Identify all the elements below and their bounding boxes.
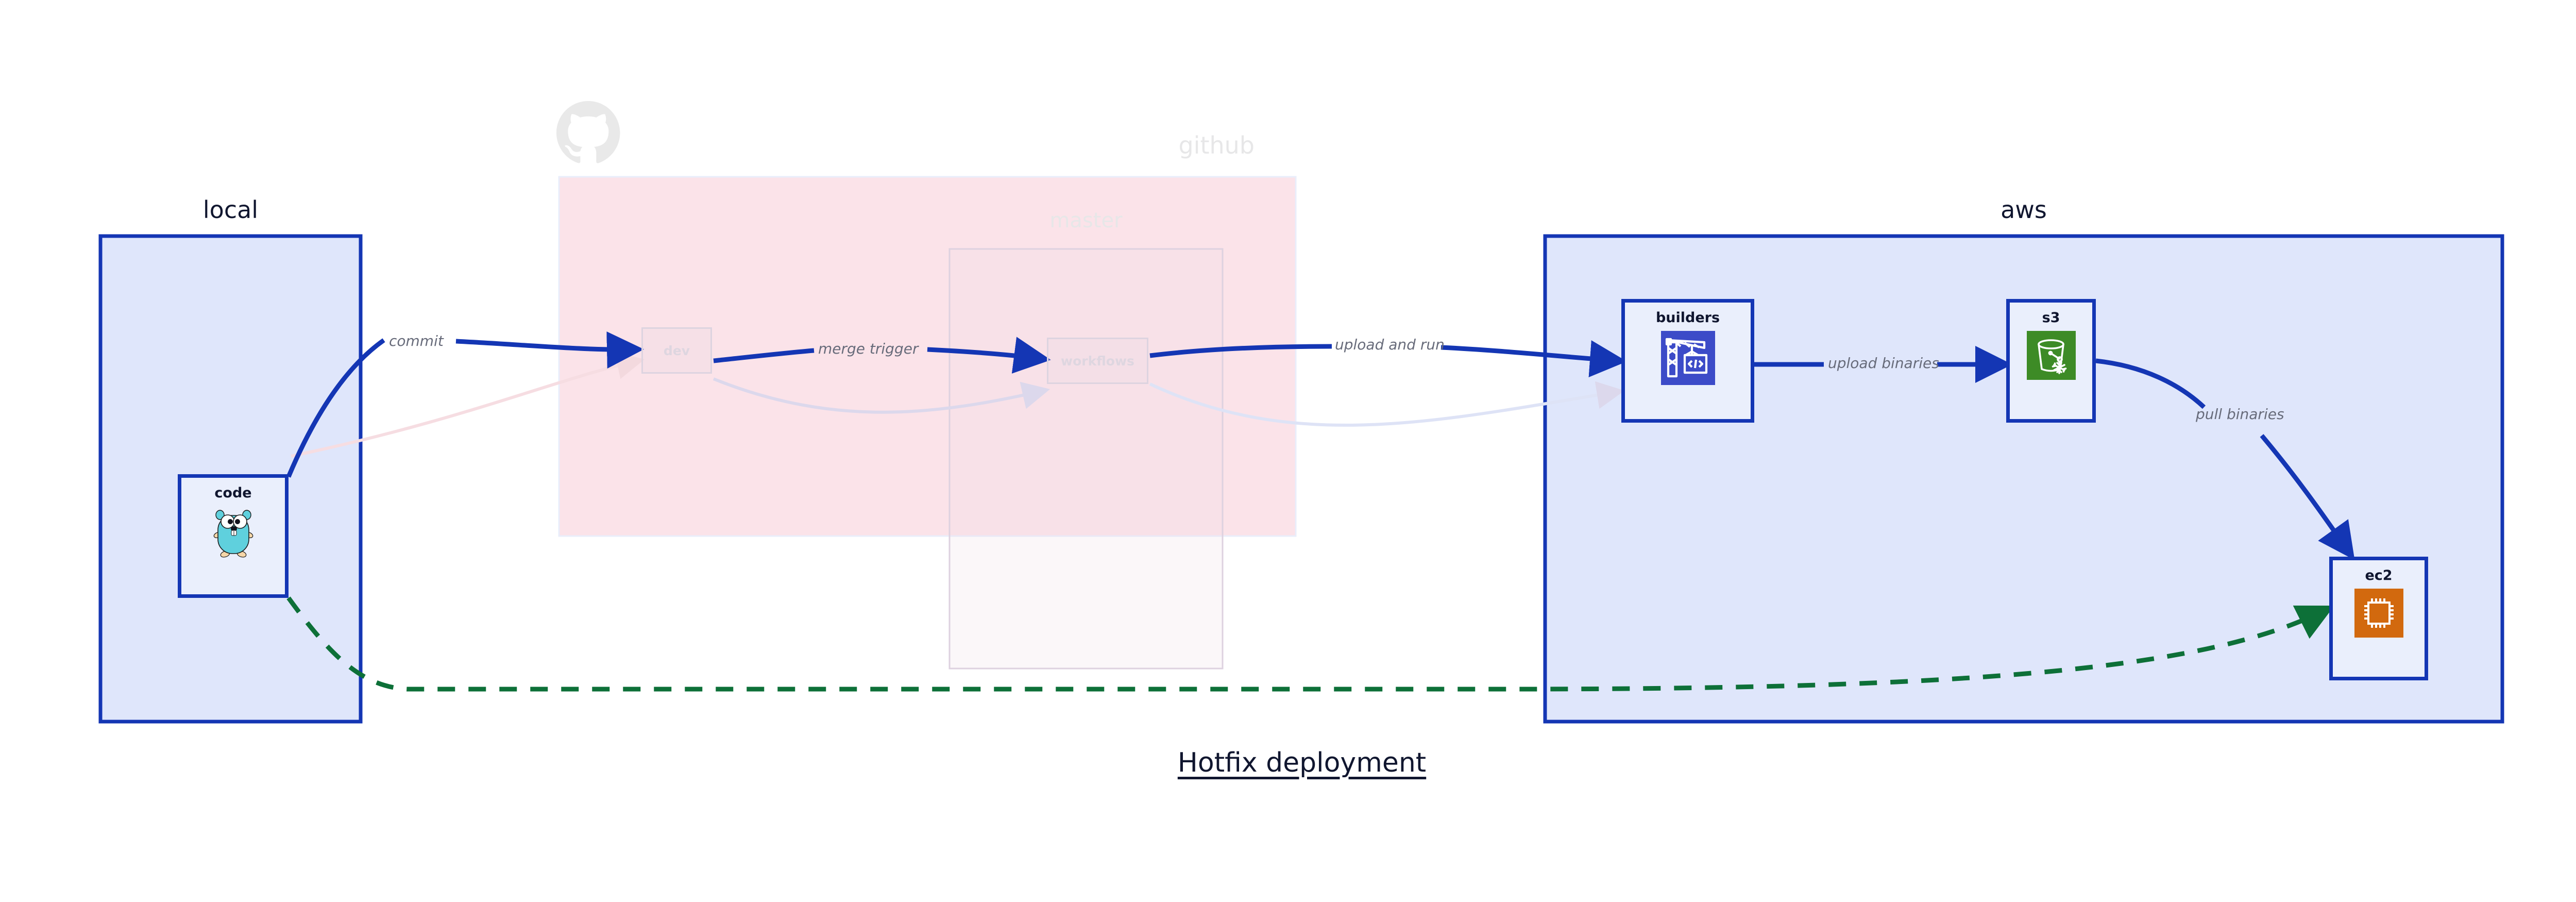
ghost-edge-workflows-to-builders [1149, 381, 1625, 427]
edge-pull-binaries-a [2095, 358, 2206, 409]
edge-hotfix-direct [286, 596, 2335, 692]
subgroup-title-master: master [1049, 209, 1123, 232]
master-subgroup-rect [948, 248, 1224, 670]
node-dev-label: dev [663, 343, 690, 358]
node-s3-label: s3 [2042, 310, 2060, 326]
node-code[interactable]: code [178, 474, 289, 598]
node-builders-label: builders [1655, 310, 1720, 326]
node-s3[interactable]: s3 [2006, 299, 2096, 423]
node-workflows-label: workflows [1061, 353, 1134, 369]
edge-commit-a [286, 338, 385, 478]
container-title-github: github [1178, 131, 1255, 159]
ghost-edge-code-to-dev [291, 352, 645, 458]
aws-s3-glacier-bucket-icon [2026, 331, 2076, 382]
edge-label-upload-binaries: upload binaries [1828, 355, 1939, 372]
aws-crane-code-icon [1660, 331, 1715, 387]
edge-commit-b [455, 331, 644, 369]
container-title-local: local [202, 196, 259, 224]
node-code-label: code [214, 485, 252, 501]
edge-upload-and-run-b [1440, 340, 1627, 377]
edge-merge-trigger-a [713, 348, 815, 363]
edge-label-pull-binaries: pull binaries [2196, 406, 2284, 423]
node-workflows[interactable]: workflows [1047, 338, 1148, 384]
edge-pull-binaries-b [2260, 434, 2355, 560]
node-ec2-label: ec2 [2365, 567, 2393, 583]
node-dev[interactable]: dev [641, 327, 712, 374]
ghost-edge-dev-to-workflows [713, 377, 1050, 414]
go-gopher-icon [213, 506, 253, 561]
edge-upload-and-run-a [1149, 344, 1332, 358]
node-ec2[interactable]: ec2 [2329, 557, 2428, 680]
edge-label-upload-and-run: upload and run [1335, 336, 1445, 353]
edge-label-merge-trigger: merge trigger [818, 340, 919, 357]
node-builders[interactable]: builders [1621, 299, 1754, 423]
container-title-aws: aws [2001, 196, 2047, 224]
edge-merge-trigger-b [927, 337, 1051, 374]
github-octocat-icon [556, 101, 620, 163]
diagram-title: Hotfix deployment [1177, 747, 1427, 778]
edge-label-commit: commit [389, 332, 444, 349]
aws-ec2-chip-icon [2354, 589, 2403, 640]
